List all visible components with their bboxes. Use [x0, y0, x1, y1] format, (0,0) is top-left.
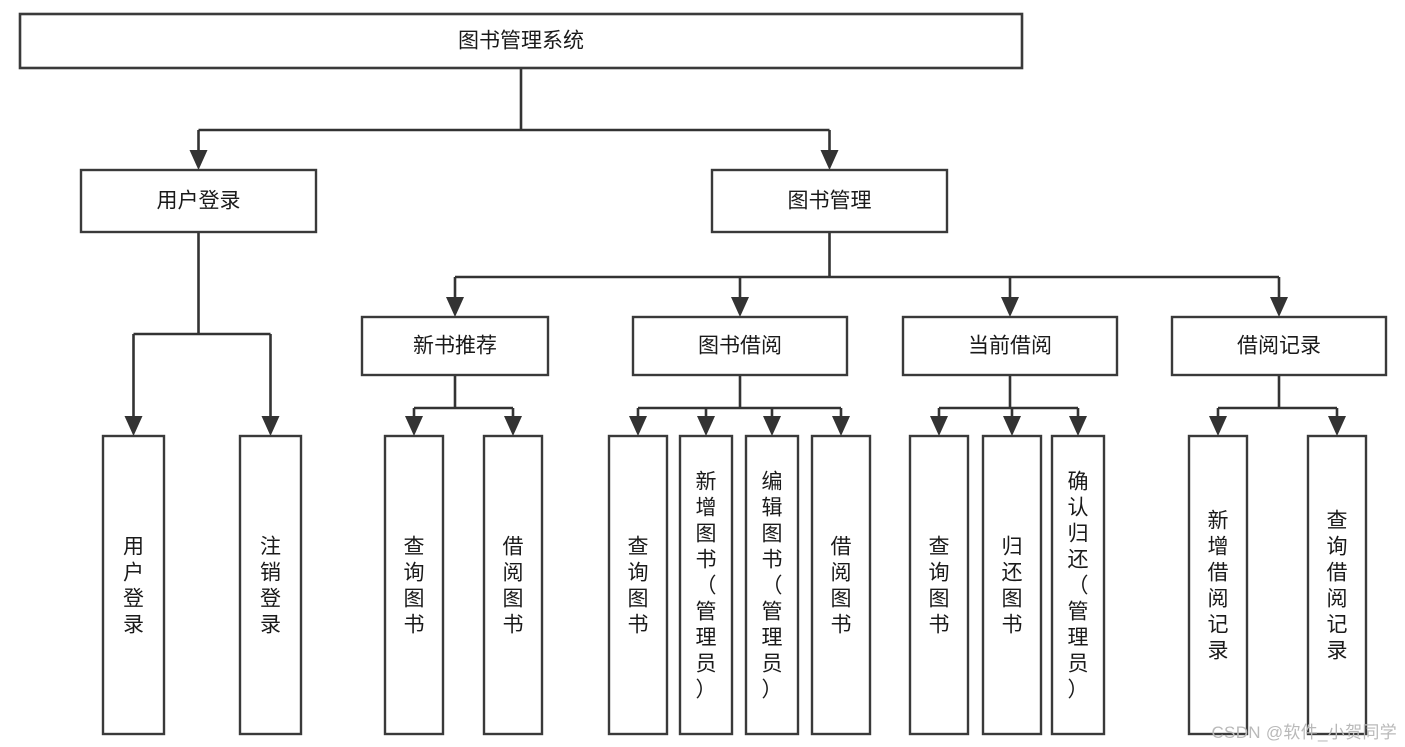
node-label: 图书管理	[788, 190, 872, 213]
node-label: 新书推荐	[413, 335, 497, 358]
arrow-head	[446, 297, 464, 317]
node-box	[901, 315, 1119, 377]
node-box	[1306, 434, 1368, 736]
arrow-head	[1069, 416, 1087, 436]
connector-layer	[124, 68, 1346, 436]
arrow-head	[1001, 297, 1019, 317]
node-leaf-query-book-2[interactable]: 查询图书	[607, 434, 669, 736]
node-layer: 图书管理系统用户登录图书管理新书推荐图书借阅当前借阅借阅记录用户登录注销登录查询…	[18, 12, 1388, 736]
node-box	[482, 434, 544, 736]
node-leaf-query-record[interactable]: 查询借阅记录	[1306, 434, 1368, 736]
node-label: 借阅图书	[503, 535, 524, 636]
node-box	[810, 434, 872, 736]
arrow-head	[1328, 416, 1346, 436]
node-box	[101, 434, 166, 736]
node-box	[607, 434, 669, 736]
arrow-head	[930, 416, 948, 436]
node-box	[678, 434, 734, 736]
node-label: 编辑图书（管理员）	[762, 470, 783, 701]
node-label: 用户登录	[123, 535, 144, 636]
arrow-head	[763, 416, 781, 436]
arrow-head	[731, 297, 749, 317]
node-leaf-query-book-1[interactable]: 查询图书	[383, 434, 445, 736]
node-box	[1050, 434, 1106, 736]
node-user-login[interactable]: 用户登录	[79, 168, 318, 234]
node-label: 图书管理系统	[458, 30, 584, 53]
node-label: 查询借阅记录	[1327, 509, 1348, 662]
arrow-head	[1270, 297, 1288, 317]
node-label: 借阅图书	[831, 535, 852, 636]
arrow-head	[124, 416, 143, 436]
node-label: 借阅记录	[1237, 335, 1321, 358]
node-box	[360, 315, 550, 377]
node-book-borrow[interactable]: 图书借阅	[631, 315, 849, 377]
node-label: 确认归还（管理员）	[1068, 470, 1089, 701]
node-label: 图书借阅	[698, 335, 782, 358]
arrow-head	[189, 150, 208, 170]
node-label: 新增图书（管理员）	[696, 470, 717, 701]
node-box	[908, 434, 970, 736]
node-leaf-add-book[interactable]: 新增图书（管理员）	[678, 434, 734, 736]
arrow-head	[405, 416, 423, 436]
arrow-head	[261, 416, 280, 436]
node-box	[238, 434, 303, 736]
node-box	[631, 315, 849, 377]
arrow-head	[1209, 416, 1227, 436]
node-borrow-record[interactable]: 借阅记录	[1170, 315, 1388, 377]
node-label: 用户登录	[157, 190, 241, 213]
node-box	[710, 168, 949, 234]
node-leaf-add-record[interactable]: 新增借阅记录	[1187, 434, 1249, 736]
arrow-head	[820, 150, 839, 170]
arrow-head	[832, 416, 850, 436]
arrow-head	[504, 416, 522, 436]
node-new-book-rec[interactable]: 新书推荐	[360, 315, 550, 377]
node-leaf-edit-book[interactable]: 编辑图书（管理员）	[744, 434, 800, 736]
node-current-borrow[interactable]: 当前借阅	[901, 315, 1119, 377]
node-box	[1187, 434, 1249, 736]
node-box	[981, 434, 1043, 736]
node-box	[383, 434, 445, 736]
node-label: 查询图书	[929, 535, 950, 636]
node-box	[1170, 315, 1388, 377]
node-leaf-confirm-return[interactable]: 确认归还（管理员）	[1050, 434, 1106, 736]
node-book-manage[interactable]: 图书管理	[710, 168, 949, 234]
node-leaf-borrow-book-2[interactable]: 借阅图书	[810, 434, 872, 736]
arrow-head	[697, 416, 715, 436]
node-label: 新增借阅记录	[1208, 509, 1229, 662]
node-box	[79, 168, 318, 234]
node-leaf-logout[interactable]: 注销登录	[238, 434, 303, 736]
node-leaf-query-book-3[interactable]: 查询图书	[908, 434, 970, 736]
node-root[interactable]: 图书管理系统	[18, 12, 1024, 70]
node-leaf-user-login[interactable]: 用户登录	[101, 434, 166, 736]
node-box	[744, 434, 800, 736]
node-leaf-borrow-book-1[interactable]: 借阅图书	[482, 434, 544, 736]
arrow-head	[1003, 416, 1021, 436]
node-label: 查询图书	[628, 535, 649, 636]
node-leaf-return-book[interactable]: 归还图书	[981, 434, 1043, 736]
node-label: 注销登录	[260, 535, 281, 636]
node-label: 查询图书	[404, 535, 425, 636]
node-label: 当前借阅	[968, 335, 1052, 358]
arrow-head	[629, 416, 647, 436]
node-label: 归还图书	[1002, 535, 1023, 636]
csdn-watermark: CSDN @软件_小贺同学	[1211, 723, 1397, 742]
node-box	[18, 12, 1024, 70]
